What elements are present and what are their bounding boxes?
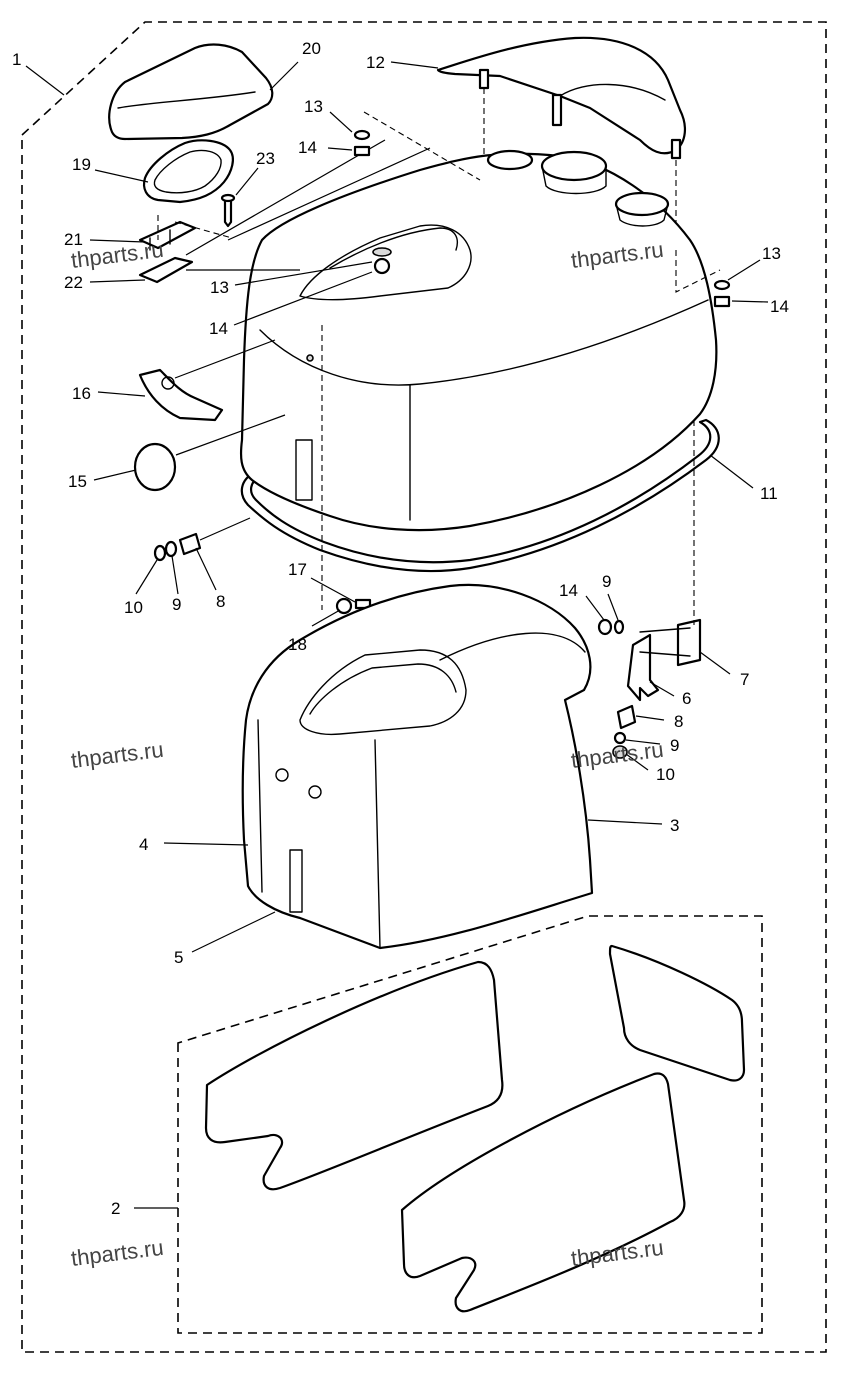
- callout-8: 8: [674, 712, 683, 731]
- watermark: thparts.ru: [570, 737, 665, 773]
- callout-13: 13: [210, 278, 229, 297]
- top-trim-part: [436, 36, 686, 160]
- decal-set-boundary: [177, 915, 763, 1334]
- callout-9: 9: [602, 572, 611, 591]
- seal-part: [142, 139, 234, 204]
- callout-9: 9: [670, 736, 679, 755]
- callout-10: 10: [124, 598, 143, 617]
- decal-parts: [204, 944, 746, 1313]
- intake-cover-part: [108, 43, 274, 141]
- callout-23: 23: [256, 149, 275, 168]
- service-lid-part: [138, 368, 224, 422]
- callout-16: 16: [72, 384, 91, 403]
- top-cowling-part: [239, 149, 718, 532]
- bracket-parts: [138, 193, 236, 284]
- callout-14: 14: [298, 138, 317, 157]
- callout-12: 12: [366, 53, 385, 72]
- plug-part: [133, 442, 177, 492]
- nut-washer-parts: [353, 129, 731, 308]
- leader-lines: [25, 61, 769, 1209]
- callout-8: 8: [216, 592, 225, 611]
- callout-2: 2: [111, 1199, 120, 1218]
- callout-15: 15: [68, 472, 87, 491]
- bottom-cowling-part: [241, 583, 594, 950]
- callout-14: 14: [559, 581, 578, 600]
- callout-19: 19: [72, 155, 91, 174]
- callout-5: 5: [174, 948, 183, 967]
- watermark: thparts.ru: [70, 737, 165, 773]
- bushing-left-parts: [153, 532, 202, 562]
- seal-ring-part: [240, 418, 720, 573]
- callout-22: 22: [64, 273, 83, 292]
- callout-20: 20: [302, 39, 321, 58]
- callout-14: 14: [770, 297, 789, 316]
- callout-13: 13: [304, 97, 323, 116]
- callout-17: 17: [288, 560, 307, 579]
- callout-3: 3: [670, 816, 679, 835]
- callout-14: 14: [209, 319, 228, 338]
- latch-parts: [597, 618, 702, 759]
- watermark: thparts.ru: [70, 1235, 165, 1271]
- assembly-boundary: [21, 21, 827, 1353]
- callout-4: 4: [139, 835, 148, 854]
- callout-10: 10: [656, 765, 675, 784]
- callout-13: 13: [762, 244, 781, 263]
- callout-21: 21: [64, 230, 83, 249]
- watermark: thparts.ru: [70, 237, 165, 273]
- callout-9: 9: [172, 595, 181, 614]
- callout-11: 11: [760, 484, 778, 503]
- callout-6: 6: [682, 689, 691, 708]
- callout-1: 1: [12, 50, 21, 69]
- callout-18: 18: [288, 635, 307, 654]
- callout-7: 7: [740, 670, 749, 689]
